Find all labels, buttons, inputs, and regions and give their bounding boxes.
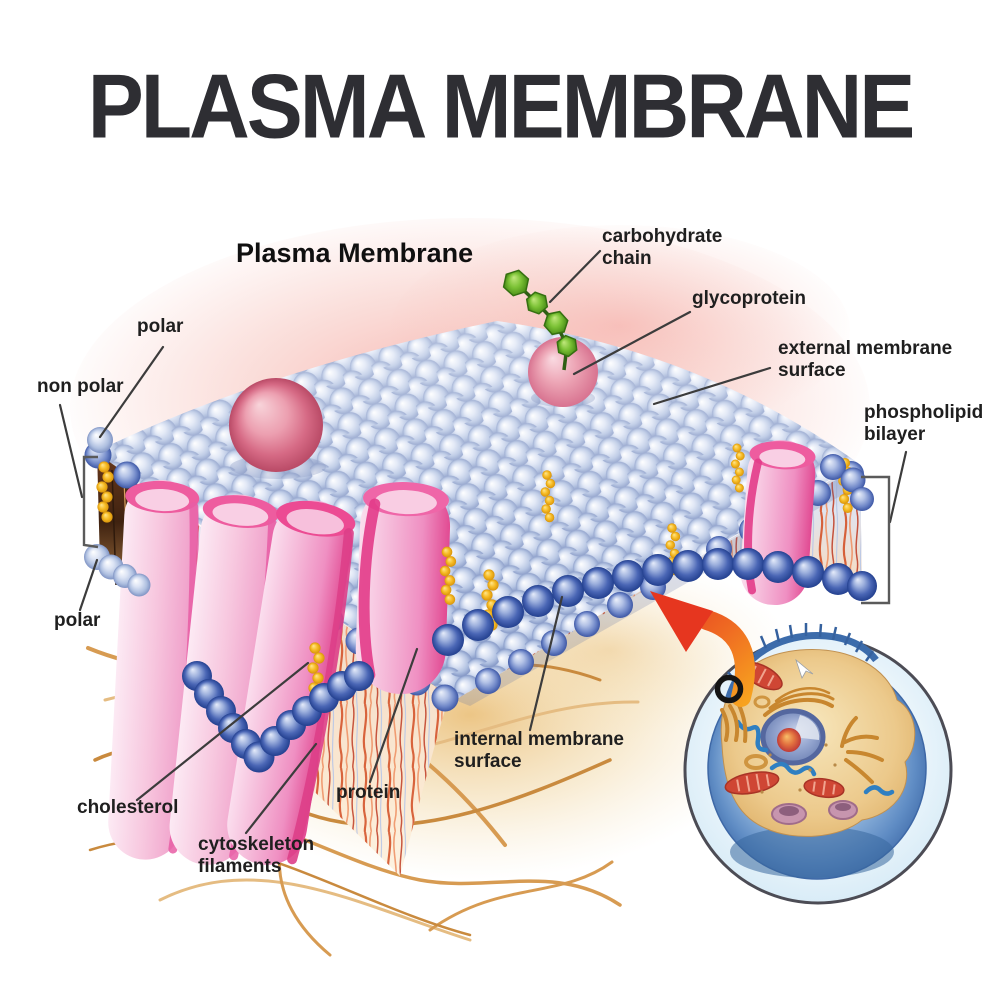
magnifier-ring-icon xyxy=(714,674,744,704)
speckles xyxy=(760,743,837,794)
label-cholesterol: cholesterol xyxy=(77,797,179,818)
label-non-polar: non polar xyxy=(37,376,124,397)
label-external-membrane-surface: external membrane surface xyxy=(778,338,953,382)
label-carbohydrate-chain: carbohydrate chain xyxy=(602,226,723,270)
leader-lines xyxy=(58,249,908,835)
surface-protein-dome xyxy=(229,378,326,479)
nucleus xyxy=(760,708,826,766)
carbohydrate-chain-structure xyxy=(502,269,578,371)
label-internal-membrane-surface: internal membrane surface xyxy=(454,729,624,773)
label-glycoprotein: glycoprotein xyxy=(692,288,807,309)
golden-organelles xyxy=(720,703,884,784)
diagram-heading: Plasma Membrane xyxy=(236,238,474,268)
label-phospholipid-bilayer: phospholipid bilayer xyxy=(864,402,984,446)
golgi-apparatus xyxy=(763,687,835,717)
glycoprotein-dome xyxy=(528,337,598,407)
label-polar-bottom: polar xyxy=(54,610,101,631)
label-protein: protein xyxy=(336,782,401,803)
edge-phospholipid-heads xyxy=(84,427,874,597)
mitochondrion xyxy=(803,777,845,799)
zoom-arrow xyxy=(650,591,755,707)
label-polar-top: polar xyxy=(137,316,184,337)
vacuoles xyxy=(771,800,858,825)
measure-brackets xyxy=(82,455,891,605)
cell-inset xyxy=(683,623,953,905)
pointer-glyph xyxy=(795,658,814,679)
label-cytoskeleton-filaments: cytoskeleton filaments xyxy=(198,834,315,878)
page-title: PLASMA MEMBRANE xyxy=(87,55,916,157)
internal-surface-bead-row xyxy=(182,548,877,773)
mitochondrion xyxy=(724,771,780,795)
